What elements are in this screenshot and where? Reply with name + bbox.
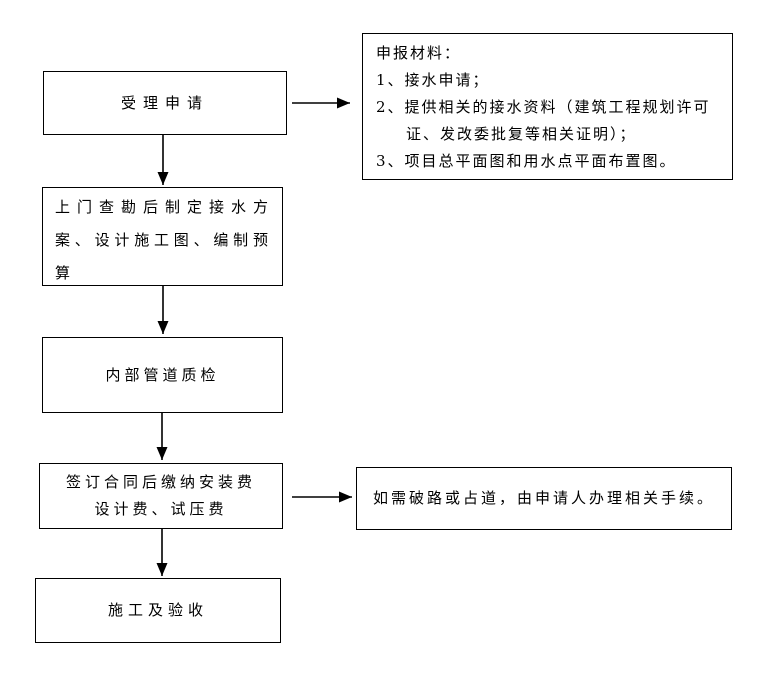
box-application-materials: 申报材料： 1、接水申请； 2、提供相关的接水资料（建筑工程规划许可证、发改委批… [362, 33, 733, 180]
materials-item-3: 3、项目总平面图和用水点平面布置图。 [376, 152, 677, 170]
box-accept-application: 受理申请 [43, 71, 287, 135]
box-site-survey: 上门查勘后制定接水方案、设计施工图、编制预算 [42, 187, 283, 286]
materials-item-2: 2、提供相关的接水资料（建筑工程规划许可证、发改委批复等相关证明）； [376, 98, 711, 143]
construction-acceptance-label: 施工及验收 [107, 601, 208, 619]
road-occupation-label: 如需破路或占道，由申请人办理相关手续。 [372, 489, 715, 507]
site-survey-label: 上门查勘后制定接水方案、设计施工图、编制预算 [55, 198, 272, 282]
sign-contract-label-line2: 设计费、试压费 [94, 500, 228, 518]
materials-item-1: 1、接水申请； [376, 71, 490, 89]
box-sign-contract: 签订合同后缴纳安装费 设计费、试压费 [39, 463, 283, 529]
materials-title: 申报材料： [376, 44, 462, 62]
box-road-occupation-note: 如需破路或占道，由申请人办理相关手续。 [356, 467, 732, 530]
box-pipe-inspection: 内部管道质检 [42, 337, 283, 413]
accept-application-label: 受理申请 [120, 93, 209, 112]
sign-contract-label-line1: 签订合同后缴纳安装费 [65, 473, 256, 491]
pipe-inspection-label: 内部管道质检 [105, 365, 220, 384]
box-construction-acceptance: 施工及验收 [35, 578, 281, 643]
